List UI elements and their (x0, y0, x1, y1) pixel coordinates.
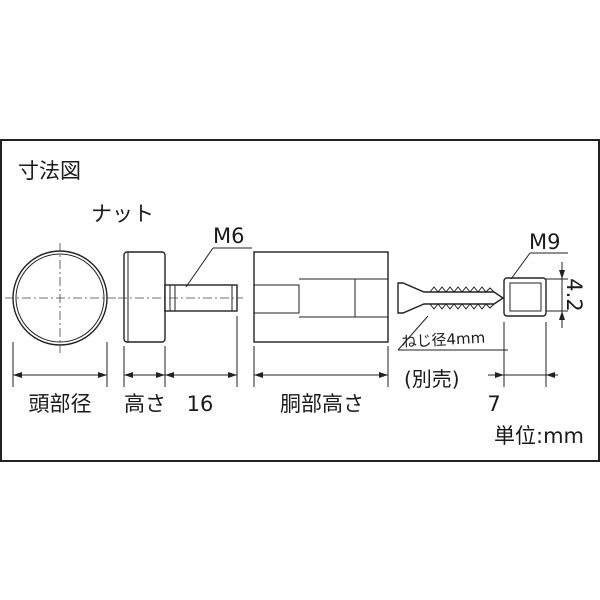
m9-cap (503, 277, 547, 317)
nut-label: ナット (91, 202, 154, 226)
head-dia-label: 頭部径 (29, 392, 92, 416)
unit-label: 単位:mm (494, 424, 584, 448)
m6-label: M6 (213, 224, 244, 248)
round-head (5, 243, 116, 353)
body-height-label: 胴部高さ (280, 392, 364, 416)
wood-screw (397, 282, 505, 314)
height-label: 高さ (124, 392, 166, 416)
dim-16-label: 16 (187, 392, 214, 416)
body-part (253, 251, 389, 343)
nut-part (118, 251, 243, 343)
drawing-title: 寸法図 (18, 159, 81, 183)
vertical-dimension (546, 262, 568, 328)
dim-7-label: 7 (487, 392, 500, 416)
screw-dia-label: ねじ径4mm (401, 329, 486, 351)
m9-label: M9 (529, 230, 560, 254)
sold-separately-label: (別売) (404, 367, 460, 391)
dim-4-2-label: 4.2 (562, 278, 586, 311)
bottom-dimensions (12, 316, 558, 387)
